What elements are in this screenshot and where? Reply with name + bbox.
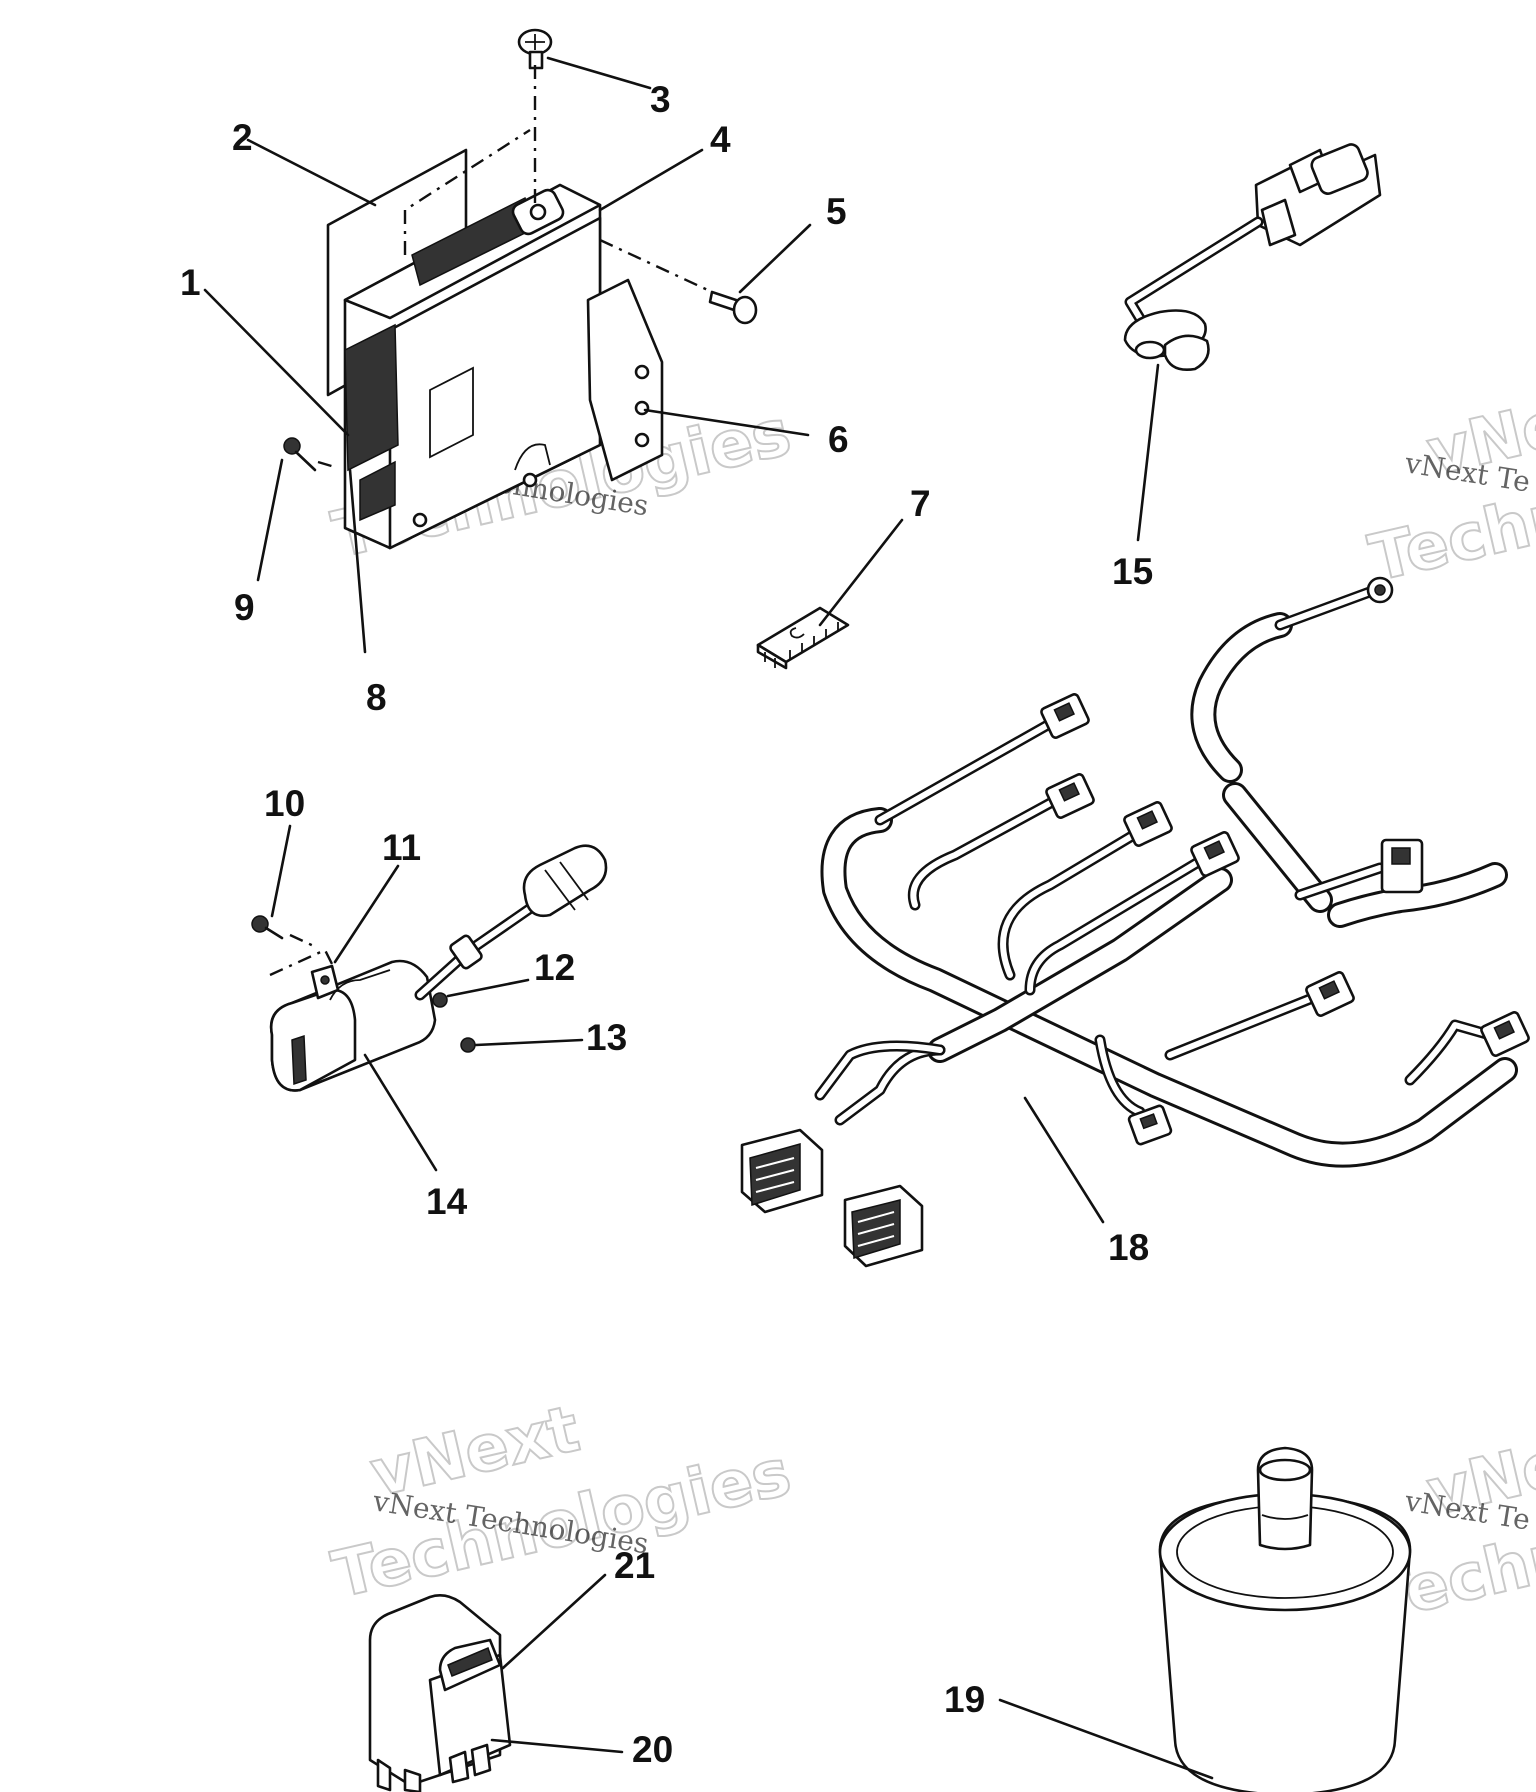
ecu-label [429, 366, 474, 459]
callout-19: 19 [944, 1679, 985, 1720]
callout-2: 2 [232, 117, 253, 158]
connector [1123, 801, 1173, 847]
side-connector [344, 323, 399, 472]
callout-4: 4 [710, 119, 731, 160]
sensor-15 [1123, 143, 1382, 371]
callout-13: 13 [586, 1017, 627, 1058]
connector [1380, 838, 1424, 894]
screw-3 [517, 28, 553, 70]
bracket-hole [634, 400, 650, 416]
multi-pin-plug [843, 1184, 924, 1268]
callout-8: 8 [366, 677, 387, 718]
callout-7: 7 [910, 483, 931, 524]
wire-loop [514, 443, 551, 471]
ring-terminal [1366, 576, 1394, 604]
leader-lines [203, 56, 1214, 1780]
callout-11: 11 [382, 827, 421, 868]
chip-7 [756, 606, 850, 670]
side-plug [359, 460, 396, 522]
connector [1045, 773, 1095, 819]
callout-12: 12 [534, 947, 575, 988]
callout-6: 6 [828, 419, 849, 460]
callout-18: 18 [1108, 1227, 1149, 1268]
bracket-hole [634, 432, 650, 448]
connector [1040, 693, 1090, 739]
callout-1: 1 [180, 262, 201, 303]
watermark-bottom-left: vNext Technologies [325, 1391, 798, 1614]
callout-3: 3 [650, 79, 671, 120]
sensor-14 [251, 844, 608, 1092]
connector [1190, 831, 1240, 877]
relay-20 [368, 1594, 512, 1792]
assembly-line [403, 128, 531, 255]
connector [1127, 1104, 1173, 1146]
screw-5 [708, 290, 758, 325]
wiring-harness-18 [740, 576, 1530, 1268]
callout-15: 15 [1112, 551, 1153, 592]
callout-9: 9 [234, 587, 255, 628]
connector [1305, 971, 1355, 1017]
callout-10: 10 [264, 783, 305, 824]
multi-pin-plug [740, 1128, 824, 1214]
callout-14: 14 [426, 1181, 468, 1222]
assembly-line [317, 460, 339, 470]
ecu-module [283, 28, 758, 550]
assembly-line [599, 238, 713, 294]
callout-20: 20 [632, 1729, 673, 1770]
screw-9 [283, 437, 317, 472]
callout-labels: 1 2 3 4 5 6 7 8 9 10 11 12 13 14 15 18 1… [180, 79, 1153, 1770]
callout-5: 5 [826, 191, 847, 232]
screw-hole [529, 203, 547, 221]
rivet [522, 472, 538, 488]
bracket-hole [634, 364, 650, 380]
mounting-bracket [586, 278, 664, 482]
callout-21: 21 [614, 1545, 655, 1586]
rivet [412, 512, 428, 528]
connector [1480, 1011, 1530, 1057]
fuel-filter-19 [1158, 1446, 1412, 1792]
